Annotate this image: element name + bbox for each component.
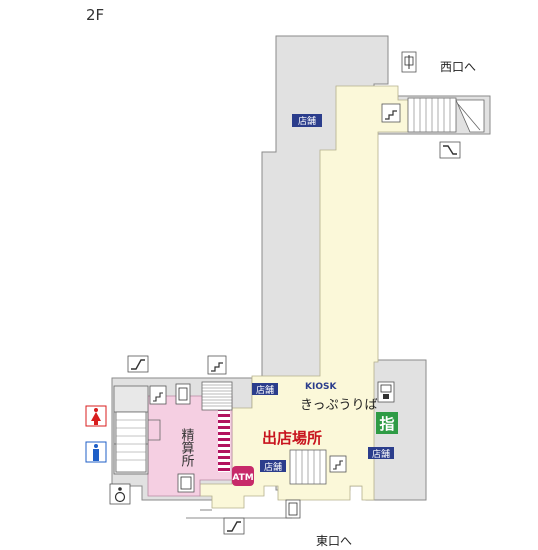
stairs-west-treads: [202, 384, 232, 407]
ticket-machine-icon: [377, 381, 395, 403]
kiosk-label: KIOSK: [305, 382, 337, 392]
concourse-floor: [199, 85, 409, 509]
shop-badge-upper: 店舗: [292, 114, 322, 127]
shop-badge-center-label: 店舗: [256, 384, 274, 396]
stairs-west-block: [201, 381, 233, 411]
designated-seat-label: 指: [379, 415, 394, 433]
shop-badge-upper-label: 店舗: [298, 115, 316, 127]
wheelchair-icon: [109, 483, 131, 505]
designated-seat-badge: 指: [376, 412, 398, 434]
escalator-icon: [127, 355, 149, 373]
stairs-icon: [381, 103, 401, 123]
shop-badge-right: 店舗: [368, 447, 394, 460]
atm-badge: ATM: [232, 466, 254, 486]
shop-badge-right-label: 店舗: [372, 448, 390, 460]
atm-label: ATM: [232, 473, 253, 483]
ticket-area-label: きっぷうりば: [300, 398, 377, 413]
shop-badge-lower: 店舗: [260, 460, 286, 473]
elevator-icon-north: [401, 51, 417, 73]
shop-location-label: 出店場所: [262, 429, 322, 447]
stairs-west-exit-treads: [413, 98, 451, 132]
restroom-male-icon: [85, 441, 107, 463]
escalator-icon-east-exit: [223, 517, 245, 535]
stairs-icon-east: [329, 455, 347, 473]
elevator-icon-east-exit: [285, 499, 301, 519]
elevator-icon-fare: [175, 383, 191, 405]
fare-office-label: 精算所: [179, 428, 195, 467]
stairs-left-block: [115, 411, 147, 473]
exit-west-label: 西口へ: [440, 60, 476, 74]
shop-badge-center: 店舗: [252, 383, 278, 396]
elevator-icon-restroom: [149, 385, 167, 405]
concourse: [199, 85, 409, 509]
shop-badge-lower-label: 店舗: [264, 461, 282, 473]
exit-east-label: 東口へ: [316, 534, 352, 548]
escalator-west-exit: [455, 99, 485, 133]
floor-label: 2F: [86, 6, 104, 24]
stairs-east-treads: [295, 450, 321, 484]
exit-east-path: [186, 509, 292, 519]
elevator-icon-fare-bottom: [177, 473, 195, 493]
escalator-icon-west-exit: [439, 141, 461, 159]
fare-office-gate-stripes: [218, 402, 230, 472]
stairs-left-treads: [116, 419, 146, 461]
restroom-female-icon: [85, 405, 107, 427]
elevator-icon: [207, 355, 227, 375]
